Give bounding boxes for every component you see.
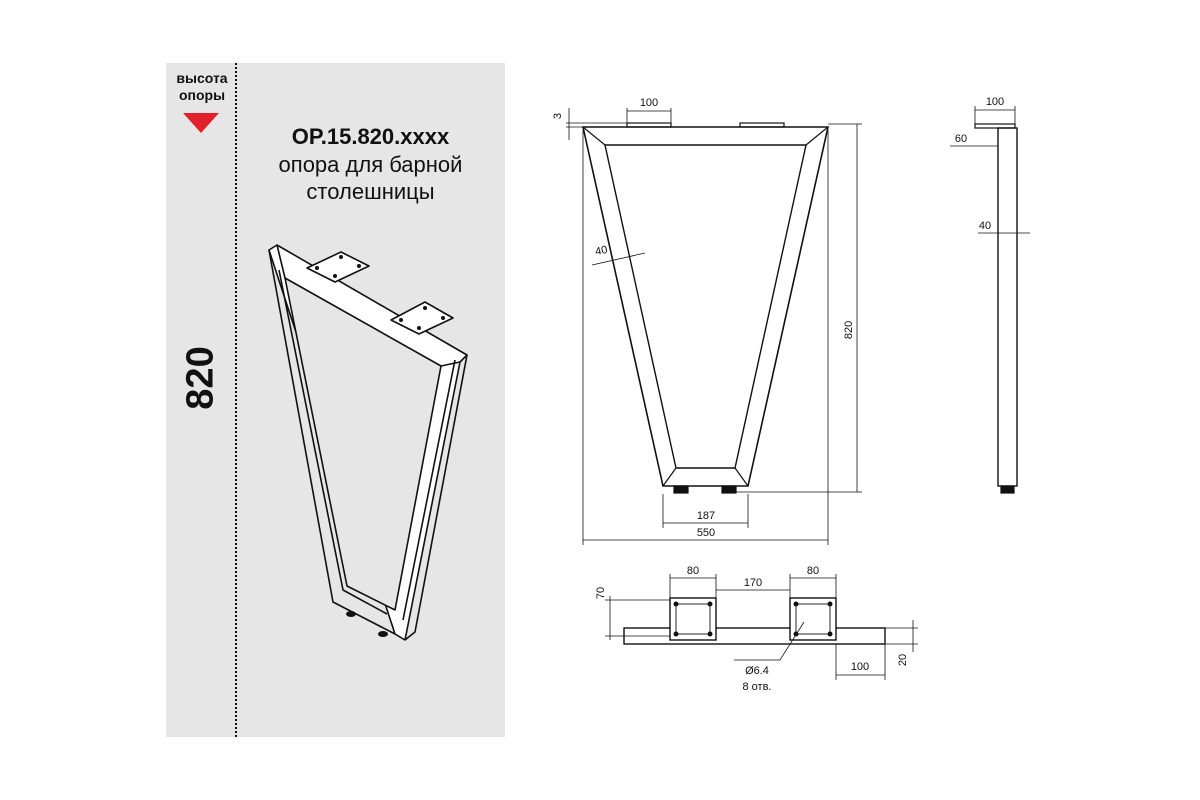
dim-side-offset: 60 — [955, 133, 967, 145]
dim-side-plate: 100 — [986, 96, 1004, 108]
iso-plate-2 — [390, 301, 454, 335]
down-arrow-icon — [183, 113, 219, 133]
iso-edge-top2 — [440, 361, 461, 367]
product-desc-line1: опора для барной — [278, 152, 463, 177]
dim-plan-end: 100 — [851, 661, 869, 673]
dim-side-tube: 40 — [979, 220, 991, 232]
dim-plate-thickness: 3 — [552, 113, 564, 119]
dim-tube-width: 40 — [594, 244, 608, 258]
product-desc-line2: столешницы — [306, 179, 435, 204]
dim-plan-plate-depth: 70 — [595, 587, 607, 599]
dim-hole-diameter: Ø6.4 — [745, 665, 769, 677]
dotted-divider — [235, 63, 237, 737]
dim-top-width: 550 — [697, 527, 715, 539]
dim-total-height: 820 — [843, 321, 855, 339]
dim-plan-plate-a: 80 — [687, 565, 699, 577]
iso-edge-right — [404, 354, 468, 641]
iso-foot-2 — [378, 631, 388, 637]
iso-plate-1 — [306, 251, 370, 283]
dim-hole-count: 8 отв. — [743, 681, 772, 693]
height-label: высота опоры — [170, 70, 234, 104]
product-title: OP.15.820.xxxx опора для барной столешни… — [236, 123, 505, 205]
iso-foot-1 — [346, 611, 356, 617]
dim-plan-tube-depth: 20 — [897, 654, 909, 666]
front-view — [566, 108, 862, 545]
dim-plan-gap: 170 — [744, 577, 762, 589]
product-description: опора для барной столешницы — [236, 151, 505, 205]
iso-frame-inner — [284, 277, 442, 611]
dim-plan-plate-b: 80 — [807, 565, 819, 577]
iso-edge-left-inner — [278, 269, 388, 615]
iso-edge-right-inner — [402, 359, 456, 621]
iso-edge-left — [268, 249, 396, 635]
iso-edge-top — [276, 244, 286, 279]
height-label-line1: высота — [176, 70, 228, 86]
product-code: OP.15.820.xxxx — [291, 124, 450, 149]
height-label-line2: опоры — [178, 87, 226, 103]
side-view — [950, 106, 1030, 494]
isometric-leg-drawing — [268, 244, 468, 641]
dim-plate-width: 100 — [640, 97, 658, 109]
dim-bottom-width: 187 — [697, 510, 715, 522]
